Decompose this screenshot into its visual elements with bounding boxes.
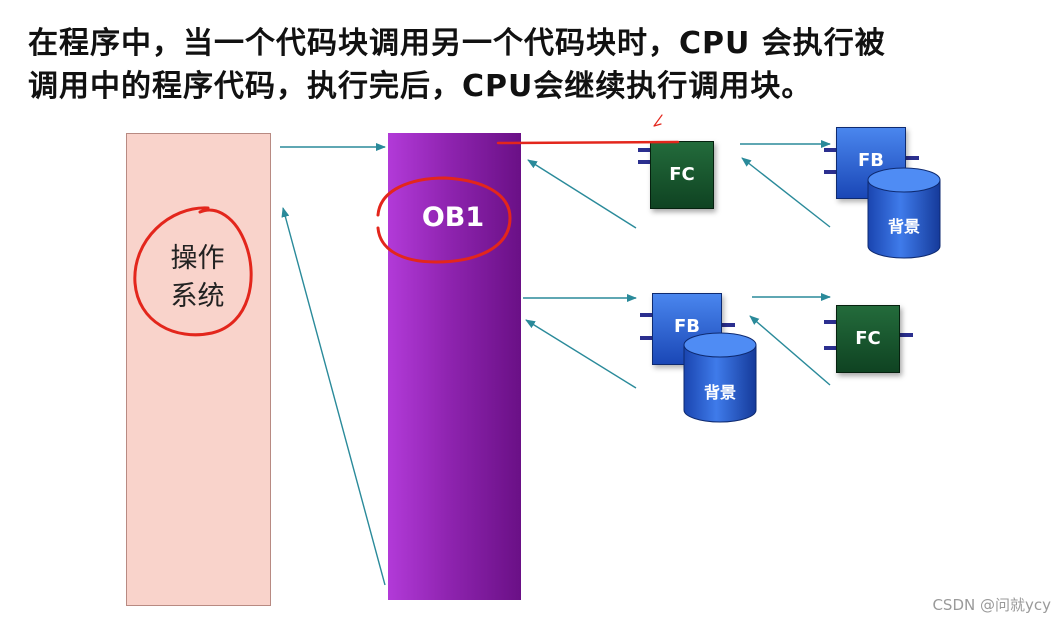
- db-bottom-label: 背景: [703, 383, 736, 402]
- fb-bottom-pin-2: [640, 336, 653, 340]
- fb-top-pin-2: [824, 170, 837, 174]
- fb-top-pin-3: [906, 156, 919, 160]
- heading-line-1: 在程序中，当一个代码块调用另一个代码块时，CPU 会执行被: [28, 26, 886, 61]
- operating-system-block: [126, 133, 271, 606]
- fc-bottom-pin-3: [900, 333, 913, 337]
- arrow-fb-return-to-ob1: [525, 319, 637, 389]
- fb-block-top-label: FB: [857, 150, 884, 171]
- fc-block-bottom: [836, 305, 900, 373]
- fc-block-top-label: FC: [669, 164, 695, 185]
- fb-bottom-pin-1: [640, 313, 653, 317]
- ob1-block: [388, 133, 521, 600]
- db-cylinder-bottom: [683, 332, 757, 423]
- arrow-fc-return-to-ob1: [527, 159, 637, 229]
- heading-line-2: 调用中的程序代码，执行完后，CPU会继续执行调用块。: [28, 69, 813, 104]
- arrow-fc-return-to-fb: [749, 315, 831, 386]
- fc-top-pin-1: [638, 148, 651, 152]
- os-label-line-2: 系统: [170, 281, 225, 312]
- watermark: CSDN @问就ycy: [932, 596, 1051, 614]
- fb-block-bottom-label: FB: [673, 316, 700, 337]
- fb-bottom-pin-3: [722, 323, 735, 327]
- fc-block-top: [650, 141, 714, 209]
- arrow-ob1-return-to-os: [281, 207, 386, 586]
- ob1-label: OB1: [421, 202, 485, 233]
- fc-bottom-pin-1: [824, 320, 837, 324]
- db-cylinder-top: [867, 167, 941, 259]
- arrow-fb-return-to-fc: [741, 157, 831, 228]
- annotation-cursor-mark: [653, 114, 663, 127]
- annotation-circle-os: [133, 206, 253, 337]
- db-top-label: 背景: [887, 217, 920, 236]
- os-label-line-1: 操作: [170, 243, 225, 274]
- red-annotations: [133, 114, 680, 337]
- annotation-underline: [496, 140, 680, 145]
- operating-system-label: 操作 系统: [160, 240, 235, 316]
- heading: 在程序中，当一个代码块调用另一个代码块时，CPU 会执行被 调用中的程序代码，执…: [28, 22, 1038, 108]
- annotation-circle-ob1: [376, 176, 512, 264]
- fc-bottom-pin-2: [824, 346, 837, 350]
- fc-top-pin-2: [638, 160, 651, 164]
- fb-top-pin-1: [824, 148, 837, 152]
- fc-block-bottom-label: FC: [855, 328, 881, 349]
- flow-arrows: [280, 140, 831, 586]
